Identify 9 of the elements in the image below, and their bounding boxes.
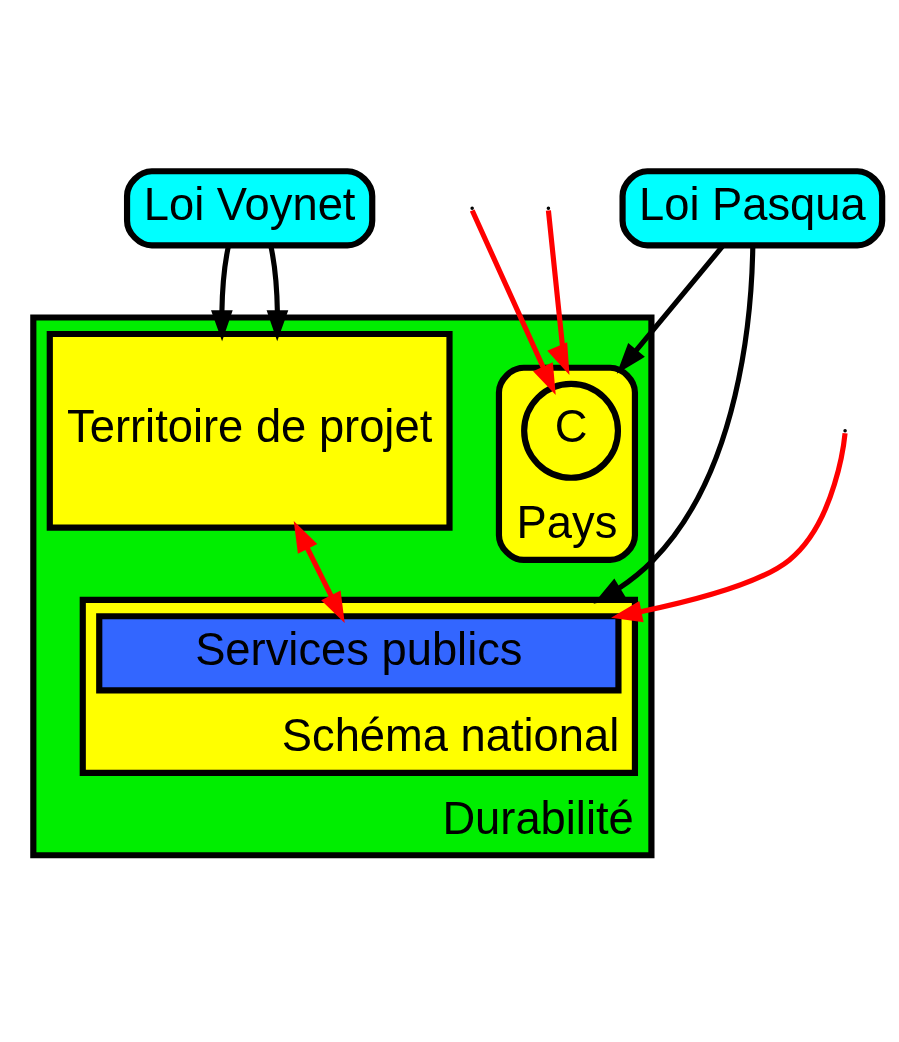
node-circle: C — [521, 380, 622, 481]
node-box: Services publics — [96, 612, 622, 694]
arrow — [293, 520, 345, 623]
node-box: Loi Voynet — [123, 167, 376, 248]
arrow — [611, 432, 848, 622]
arrow — [545, 209, 570, 375]
arrow — [469, 209, 556, 395]
node-box: Territoire de projet — [46, 330, 453, 531]
node-box: Loi Pasqua — [619, 167, 886, 248]
